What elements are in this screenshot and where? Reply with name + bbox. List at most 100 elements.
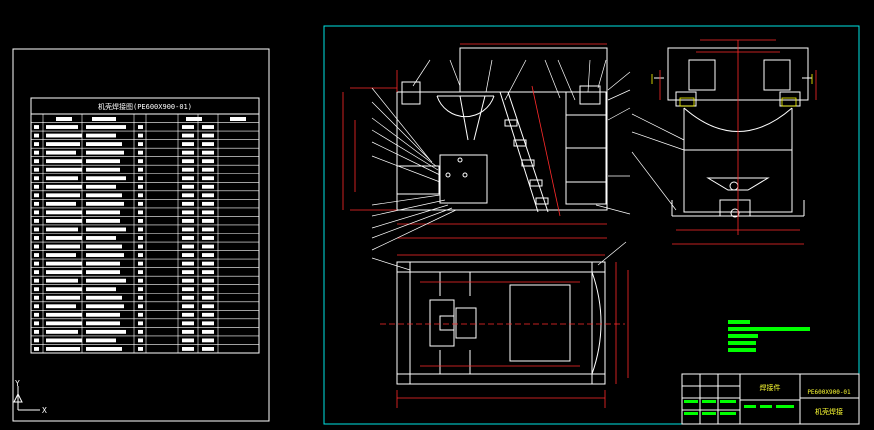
bom-cell-text-block [86, 329, 126, 334]
bom-cell-text-block [46, 193, 80, 198]
bom-cell-text-block [202, 312, 214, 317]
bom-cell-text-block [202, 244, 214, 249]
bom-cell-text-block [86, 261, 120, 266]
technical-notes [728, 320, 810, 352]
bom-cell-text-block [34, 201, 39, 206]
bom-cell-text-block [202, 227, 214, 232]
bom-cell-text-block [182, 201, 194, 206]
bom-cell-text-block [182, 312, 194, 317]
bom-cell-text-block [86, 304, 124, 309]
plan-view-dimensions [380, 254, 629, 408]
bom-cell-text-block [202, 278, 214, 283]
bom-cell-text-block [86, 278, 126, 283]
bom-cell-text-block [34, 193, 39, 198]
bom-cell-text-block [34, 278, 39, 283]
title-block-green-cells [684, 400, 794, 415]
bom-cell-text-block [34, 287, 39, 292]
bom-cell-text-block [138, 261, 143, 266]
bom-cell-text-block [182, 321, 194, 326]
bom-cell-text-block [182, 236, 194, 240]
bom-cell-text-block [86, 150, 124, 155]
bom-cell-text-block [92, 117, 116, 121]
bom-cell-text-block [46, 321, 82, 326]
bom-cell-text-block [182, 347, 194, 351]
bom-cell-text-block [86, 227, 126, 232]
bom-cell-text-block [56, 117, 72, 121]
bom-cell-text-block [34, 227, 39, 232]
bom-cell-text-block [46, 227, 78, 232]
bom-cell-text-block [46, 150, 76, 155]
bom-cell-text-block [138, 304, 143, 309]
bom-cell-text-block [182, 278, 194, 283]
side-view-hidden-lines [651, 74, 813, 107]
bom-cell-text-block [34, 150, 39, 155]
bom-cell-text-block [86, 347, 122, 351]
title-assembly-name: 焊接件 [760, 383, 781, 392]
front-view [396, 47, 608, 213]
bom-cell-text-block [86, 338, 116, 343]
bom-cell-text-block [202, 253, 214, 257]
bom-cell-text-block [230, 117, 246, 121]
bom-cell-text-block [86, 236, 116, 240]
bom-cell-text-block [34, 270, 39, 275]
bom-cell-text-block [182, 244, 194, 249]
bom-cell-text-block [34, 125, 39, 129]
bom-cell-text-block [138, 236, 143, 240]
bom-cell-text-block [34, 295, 39, 300]
bom-cell-text-block [86, 312, 120, 317]
bom-cell-text-block [182, 253, 194, 257]
bom-cell-text-block [34, 338, 39, 343]
bom-cell-text-block [182, 184, 194, 189]
ucs-y-label: Y [15, 379, 20, 388]
bom-cell-text-block [182, 218, 194, 223]
bom-cell-text-block [202, 201, 214, 206]
bom-cell-text-block [202, 236, 214, 240]
bom-cell-text-block [46, 347, 80, 351]
drawing-sheet-border [323, 25, 860, 425]
bom-cell-text-block [86, 287, 116, 292]
bom-cell-text-block [182, 227, 194, 232]
bom-cell-text-block [34, 304, 39, 309]
bom-cell-text-block [46, 270, 82, 275]
bom-cell-text-block [46, 125, 78, 129]
bom-cell-text-block [182, 133, 194, 138]
front-view-body [396, 91, 608, 211]
bom-cell-text-block [182, 167, 194, 172]
bom-cell-text-block [182, 295, 194, 300]
bom-cell-text-block [46, 338, 82, 343]
bom-cell-text-block [46, 210, 82, 215]
bom-cell-text-block [34, 210, 39, 215]
bom-cell-text-block [86, 218, 120, 223]
bom-cell-text-block [34, 312, 39, 317]
bom-cell-text-block [34, 142, 39, 147]
bom-cell-text-block [34, 329, 39, 334]
bom-cell-text-block [202, 321, 214, 326]
bom-cell-text-block [138, 142, 143, 147]
bom-cell-text-block [46, 304, 76, 309]
front-view-motor-seat [396, 165, 440, 195]
bom-cell-text-block [138, 287, 143, 292]
bom-cell-text-block [202, 176, 214, 181]
bom-cell-text-block [138, 176, 143, 181]
bom-title: 机壳焊接图(PE600X900-01) [98, 102, 192, 111]
bom-cell-text-block [138, 312, 143, 317]
title-drawing-number: PE600X900-01 [807, 389, 851, 396]
bom-cell-text-block [182, 125, 194, 129]
plan-view-leaders [371, 241, 627, 271]
bom-cell-text-block [138, 244, 143, 249]
bom-cell-text-block [202, 295, 214, 300]
side-view-leaders [631, 113, 685, 211]
bom-cell-text-block [202, 133, 214, 138]
bom-cell-text-block [202, 159, 214, 164]
bom-sheet-border [12, 48, 270, 422]
bom-cell-text-block [86, 193, 122, 198]
bom-cell-text-block [46, 142, 80, 147]
bom-cell-text-block [46, 167, 82, 172]
bom-sheet: 机壳焊接图(PE600X900-01) [12, 48, 270, 422]
ucs-icon: Y X [13, 379, 47, 415]
bom-cell-text-block [202, 193, 214, 198]
bom-cell-text-block [34, 244, 39, 249]
bom-cell-text-block [202, 167, 214, 172]
bom-cell-text-block [86, 167, 120, 172]
